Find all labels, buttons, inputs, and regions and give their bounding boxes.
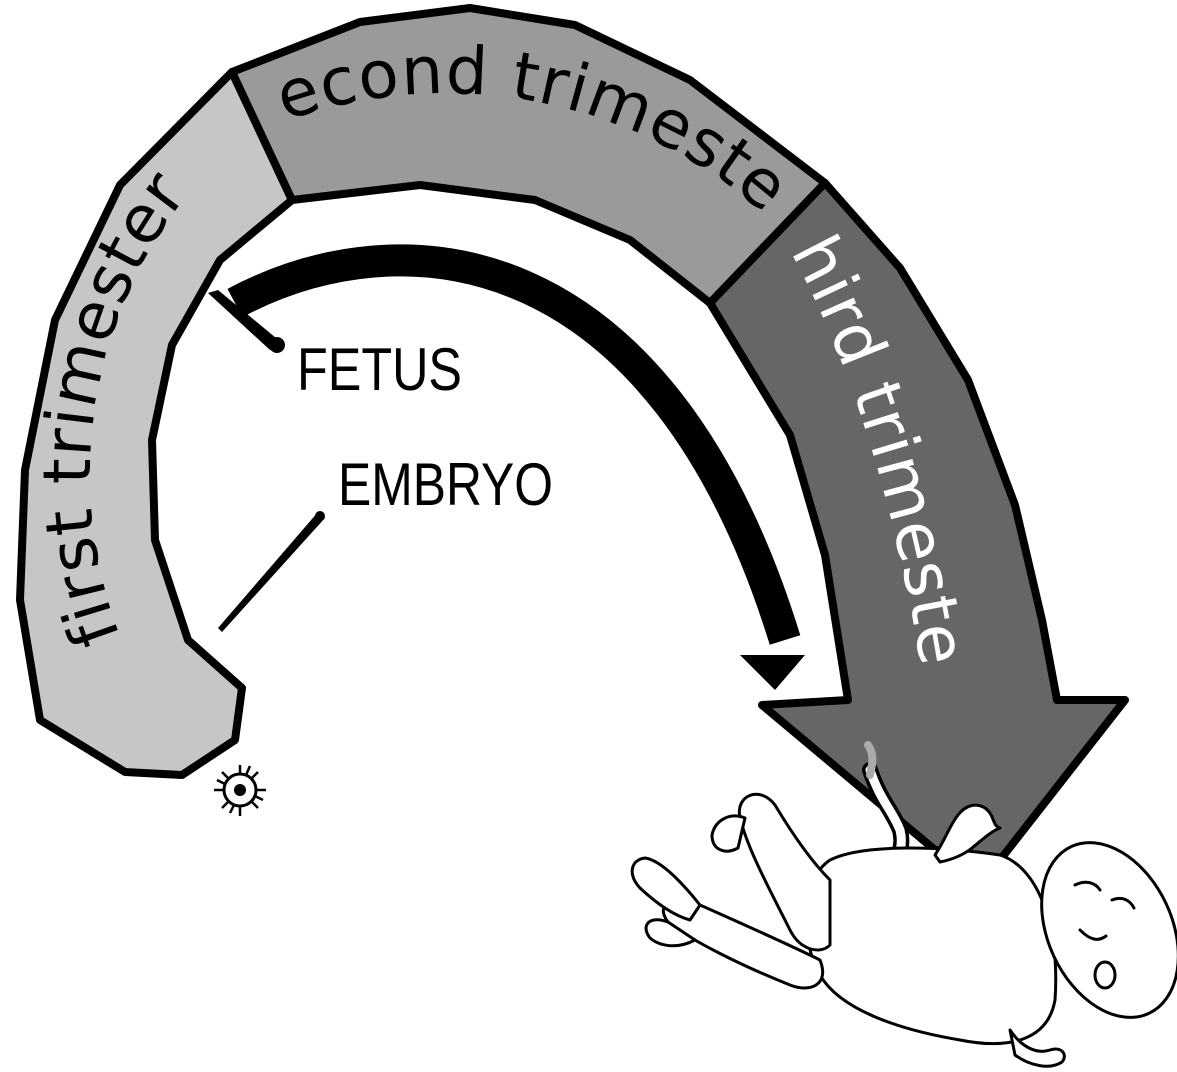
trimester-arrow: first trimester second trimester third t… (0, 0, 1125, 860)
embryo-label: EMBRYO (338, 451, 553, 518)
fetus-arrow-head (740, 655, 805, 690)
baby-leg-upper (739, 794, 830, 950)
baby-torso (806, 848, 1056, 1044)
zygote-icon (214, 765, 266, 816)
fetus-label: FETUS (297, 336, 462, 403)
embryo-pointer (218, 511, 325, 632)
